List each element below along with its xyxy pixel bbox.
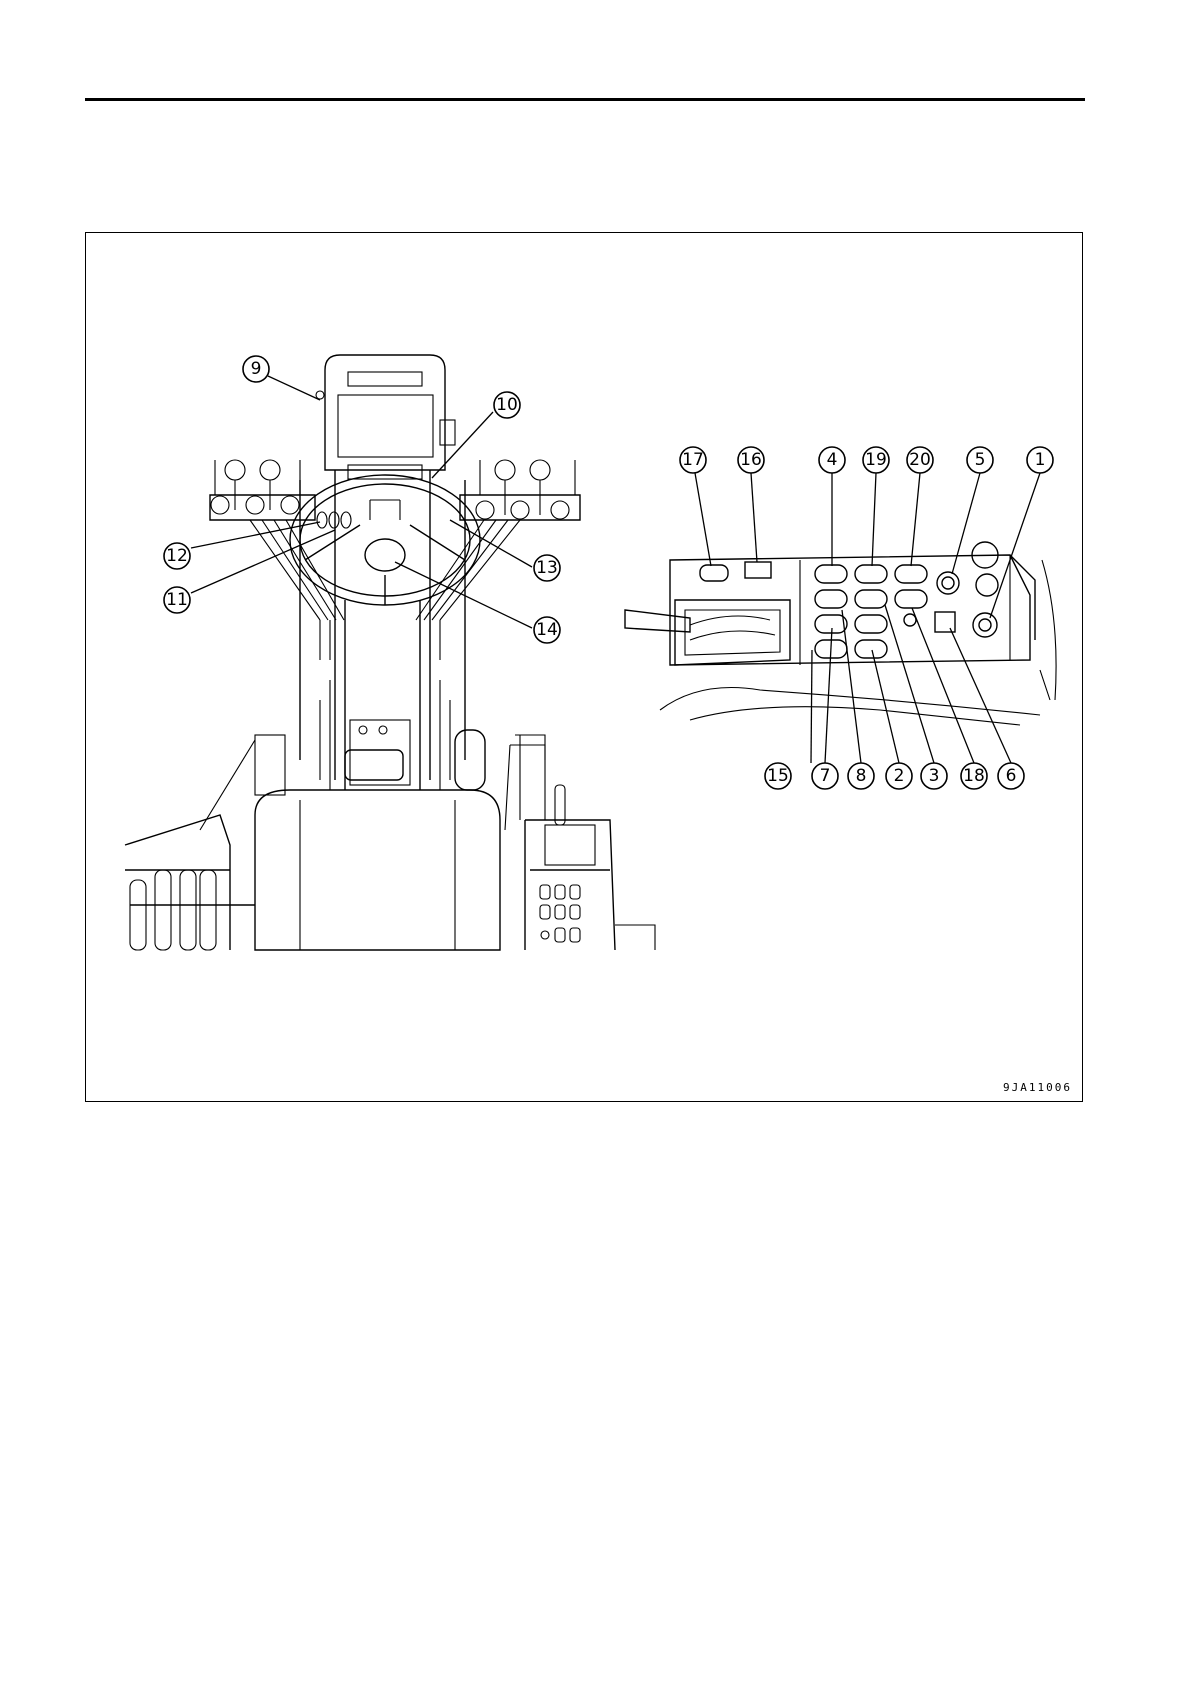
svg-text:11: 11 — [166, 590, 188, 610]
svg-text:6: 6 — [1006, 766, 1017, 786]
svg-text:17: 17 — [682, 450, 704, 470]
callout-7: 7 — [812, 763, 838, 789]
svg-text:12: 12 — [166, 546, 188, 566]
callout-8: 8 — [848, 763, 874, 789]
svg-text:14: 14 — [536, 620, 558, 640]
callout-15: 15 — [765, 763, 791, 789]
svg-text:19: 19 — [865, 450, 887, 470]
svg-text:9: 9 — [251, 359, 262, 379]
callout-14: 14 — [534, 617, 560, 643]
callout-10: 10 — [494, 392, 520, 418]
callout-13: 13 — [534, 555, 560, 581]
callout-1: 1 — [1027, 447, 1053, 473]
callout-12: 12 — [164, 543, 190, 569]
callout-16: 16 — [738, 447, 764, 473]
svg-text:5: 5 — [975, 450, 986, 470]
callout-5: 5 — [967, 447, 993, 473]
svg-text:4: 4 — [827, 450, 838, 470]
callout-18: 18 — [961, 763, 987, 789]
callout-2: 2 — [886, 763, 912, 789]
cab-illustration — [125, 355, 655, 950]
svg-text:20: 20 — [909, 450, 931, 470]
svg-text:10: 10 — [496, 395, 518, 415]
svg-text:15: 15 — [767, 766, 789, 786]
svg-text:3: 3 — [929, 766, 940, 786]
leaders-right — [695, 473, 1040, 763]
svg-text:16: 16 — [740, 450, 762, 470]
figure-code: 9JA11006 — [1003, 1081, 1072, 1094]
svg-text:2: 2 — [894, 766, 905, 786]
callout-4: 4 — [819, 447, 845, 473]
callout-20: 20 — [907, 447, 933, 473]
callout-6: 6 — [998, 763, 1024, 789]
callout-3: 3 — [921, 763, 947, 789]
svg-text:13: 13 — [536, 558, 558, 578]
svg-text:1: 1 — [1035, 450, 1046, 470]
callout-11: 11 — [164, 587, 190, 613]
callout-17: 17 — [680, 447, 706, 473]
svg-text:7: 7 — [820, 766, 831, 786]
switch-panel-illustration — [625, 542, 1056, 725]
svg-text:18: 18 — [963, 766, 985, 786]
svg-text:8: 8 — [856, 766, 867, 786]
callout-19: 19 — [863, 447, 889, 473]
callout-9: 9 — [243, 356, 269, 382]
